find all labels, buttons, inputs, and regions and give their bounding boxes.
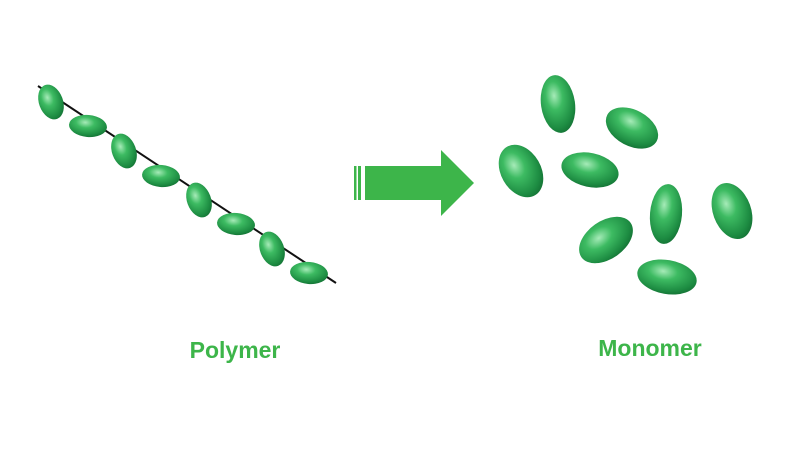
monomer	[579, 216, 633, 264]
monomer	[561, 152, 619, 188]
arrow-icon	[354, 150, 474, 216]
monomer	[649, 184, 683, 244]
polymer-bead	[217, 212, 255, 236]
monomer	[605, 107, 659, 149]
monomer	[498, 144, 544, 198]
polymer-chain	[37, 84, 337, 285]
monomer	[540, 75, 576, 133]
polymer-bead	[142, 164, 180, 188]
monomers	[498, 75, 753, 295]
polymer-bead	[111, 133, 137, 169]
polymer-bead	[69, 114, 107, 138]
polymer-label: Polymer	[189, 337, 281, 363]
monomer	[711, 182, 753, 240]
monomer	[637, 259, 697, 295]
polymer-bead	[259, 231, 285, 267]
polymer-bead	[38, 84, 64, 120]
monomer-label: Monomer	[598, 335, 702, 361]
polymer-bead	[186, 182, 212, 218]
polymer-bead	[290, 261, 328, 285]
